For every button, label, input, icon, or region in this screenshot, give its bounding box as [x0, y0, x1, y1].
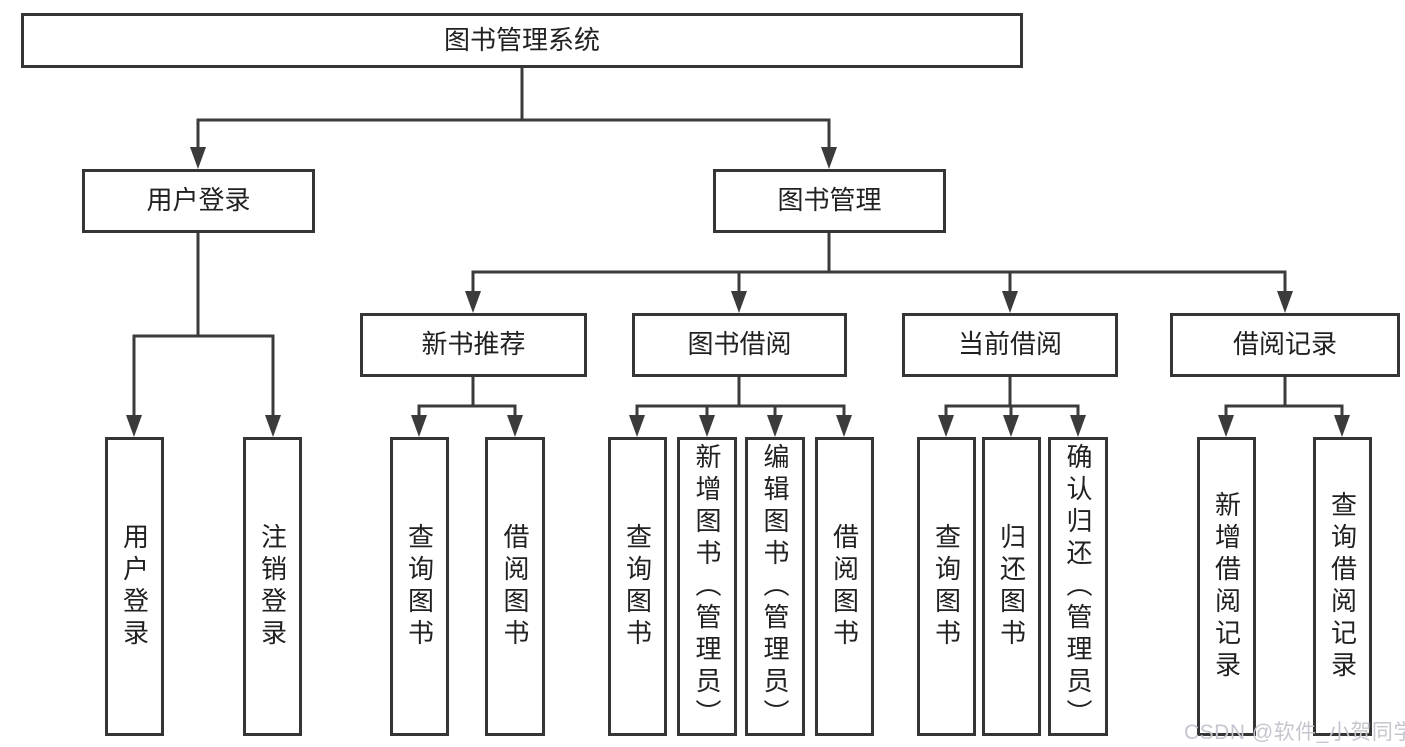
node-borrow-record: 借阅记录: [1170, 313, 1400, 377]
leaf-cb-confirm-return-admin: 确认归还（管理员）: [1048, 437, 1108, 736]
leaf-bb-borrow-books-label: 借阅图书: [829, 522, 860, 651]
leaf-user-login: 用户登录: [105, 437, 164, 736]
leaf-cb-confirm-return-admin-label: 确认归还（管理员）: [1063, 442, 1093, 731]
leaf-bb-edit-books-admin-label: 编辑图书（管理员）: [760, 442, 790, 731]
leaf-br-add-record: 新增借阅记录: [1197, 437, 1256, 736]
node-new-book-recommend-label: 新书推荐: [421, 329, 526, 360]
leaf-cb-return-books-label: 归还图书: [996, 522, 1027, 651]
node-current-borrow-label: 当前借阅: [957, 329, 1062, 360]
node-book-borrow-label: 图书借阅: [687, 329, 792, 360]
leaf-bb-edit-books-admin: 编辑图书（管理员）: [745, 437, 805, 736]
leaf-br-query-record-label: 查询借阅记录: [1327, 490, 1358, 683]
leaf-bb-query-books-label: 查询图书: [622, 522, 653, 651]
leaf-rec-borrow-books: 借阅图书: [485, 437, 545, 736]
leaf-bb-query-books: 查询图书: [608, 437, 667, 736]
node-book-borrow: 图书借阅: [632, 313, 847, 377]
leaf-cb-query-books-label: 查询图书: [931, 522, 962, 651]
node-book-management: 图书管理: [713, 169, 946, 233]
leaf-br-query-record: 查询借阅记录: [1313, 437, 1372, 736]
node-new-book-recommend: 新书推荐: [360, 313, 587, 377]
leaf-bb-add-books-admin: 新增图书（管理员）: [677, 437, 737, 736]
leaf-cb-return-books: 归还图书: [982, 437, 1041, 736]
leaf-logout: 注销登录: [243, 437, 302, 736]
leaf-rec-query-books: 查询图书: [390, 437, 449, 736]
node-root: 图书管理系统: [21, 13, 1023, 68]
leaf-bb-add-books-admin-label: 新增图书（管理员）: [692, 442, 722, 731]
leaf-user-login-label: 用户登录: [119, 522, 150, 651]
node-book-management-label: 图书管理: [777, 185, 882, 216]
leaf-rec-borrow-books-label: 借阅图书: [500, 522, 530, 651]
leaf-bb-borrow-books: 借阅图书: [815, 437, 874, 736]
node-root-label: 图书管理系统: [443, 24, 600, 55]
leaf-logout-label: 注销登录: [257, 522, 288, 651]
node-borrow-record-label: 借阅记录: [1232, 329, 1337, 360]
leaf-br-add-record-label: 新增借阅记录: [1211, 490, 1242, 683]
node-current-borrow: 当前借阅: [902, 313, 1118, 377]
leaf-rec-query-books-label: 查询图书: [404, 522, 435, 651]
node-user-login-label: 用户登录: [146, 185, 251, 216]
csdn-watermark: CSDN @软件_小贺同学: [1184, 721, 1405, 744]
leaf-cb-query-books: 查询图书: [917, 437, 976, 736]
node-user-login: 用户登录: [82, 169, 315, 233]
